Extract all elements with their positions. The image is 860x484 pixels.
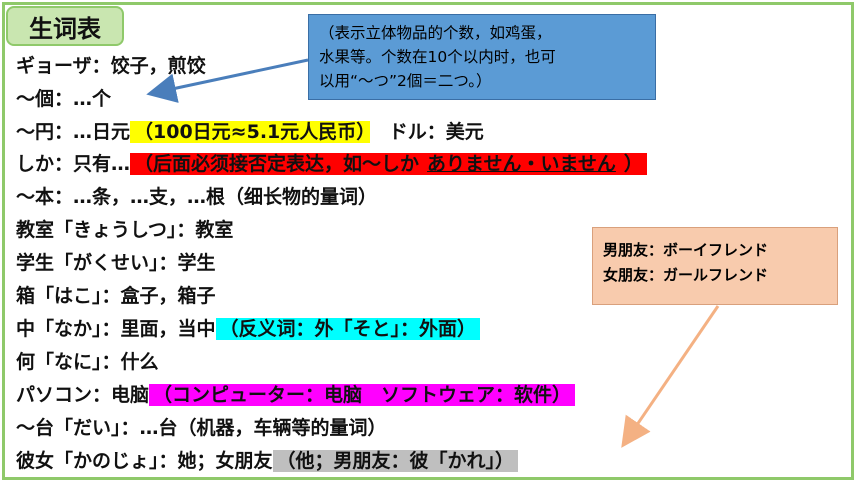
highlight-note: ありません・いません bbox=[423, 153, 620, 175]
vocab-text: 何「なに」：什么 bbox=[16, 351, 159, 373]
callout-line: 女朋友：ガールフレンド bbox=[603, 266, 769, 284]
vocab-text: ドル：美元 bbox=[369, 121, 484, 143]
highlight-note: （100日元≈5.1元人民币） bbox=[130, 121, 370, 143]
vocab-line: ～個：…个 bbox=[16, 85, 111, 114]
vocab-line: ギョーザ：饺子，煎饺 bbox=[16, 52, 206, 81]
vocab-line: 学生「がくせい」：学生 bbox=[16, 249, 216, 278]
vocab-text: パソコン：电脑 bbox=[16, 384, 150, 406]
vocab-text: 彼女「かのじょ」：她；女朋友 bbox=[16, 450, 273, 472]
vocab-line: 箱「はこ」：盒子，箱子 bbox=[16, 282, 216, 311]
vocab-line: 何「なに」：什么 bbox=[16, 348, 159, 377]
boyfriend-girlfriend-callout: 男朋友：ボーイフレンド 女朋友：ガールフレンド bbox=[592, 227, 838, 305]
vocab-text: ～台「だい」：…台（机器，车辆等的量词） bbox=[16, 417, 387, 439]
vocab-text: 中「なか」：里面，当中 bbox=[16, 318, 216, 340]
callout-line: 水果等。个数在10个以内时，也可 bbox=[319, 48, 556, 66]
vocab-line: ～円：…日元（100日元≈5.1元人民币） ドル：美元 bbox=[16, 118, 484, 147]
vocab-text: 箱「はこ」：盒子，箱子 bbox=[16, 285, 216, 307]
highlight-note: ） bbox=[619, 153, 647, 175]
highlight-note: （后面必须接否定表达，如～しか bbox=[130, 153, 424, 175]
vocab-title: 生词表 bbox=[6, 6, 124, 46]
vocab-text: ～個：…个 bbox=[16, 88, 112, 110]
vocab-line: ～本：…条，…支，…根（细长物的量词） bbox=[16, 183, 377, 212]
highlight-note: （他；男朋友：彼「かれ」） bbox=[272, 450, 519, 472]
vocab-text: 教室「きょうしつ」：教室 bbox=[16, 219, 234, 241]
vocab-text: しか：只有… bbox=[16, 153, 131, 175]
vocab-line: パソコン：电脑（コンピューター：电脑 ソフトウェア：软件） bbox=[16, 381, 576, 410]
highlight-note: （反义词：外「そと」：外面） bbox=[215, 318, 481, 340]
blue-arrow bbox=[146, 58, 309, 103]
counter-note-callout: （表示立体物品的个数，如鸡蛋， 水果等。个数在10个以内时，也可 以用“～つ”2… bbox=[308, 14, 656, 100]
vocab-text: ギョーザ：饺子，煎饺 bbox=[16, 55, 206, 77]
vocab-line: 教室「きょうしつ」：教室 bbox=[16, 216, 233, 245]
vocab-text: ～円：…日元 bbox=[16, 121, 131, 143]
vocab-line: ～台「だい」：…台（机器，车辆等的量词） bbox=[16, 414, 387, 443]
vocab-line: 中「なか」：里面，当中（反义词：外「そと」：外面） bbox=[16, 315, 481, 344]
vocab-line: 彼女「かのじょ」：她；女朋友（他；男朋友：彼「かれ」） bbox=[16, 447, 519, 476]
vocab-text: 学生「がくせい」：学生 bbox=[16, 252, 216, 274]
highlight-note: （コンピューター：电脑 ソフトウェア：软件） bbox=[149, 384, 576, 406]
orange-arrow bbox=[621, 305, 720, 448]
vocab-text: ～本：…条，…支，…根（细长物的量词） bbox=[16, 186, 378, 208]
callout-line: 男朋友：ボーイフレンド bbox=[603, 241, 769, 259]
callout-line: （表示立体物品的个数，如鸡蛋， bbox=[319, 24, 552, 42]
vocab-line: しか：只有…（后面必须接否定表达，如～しかありません・いません） bbox=[16, 150, 647, 179]
callout-line: 以用“～つ”2個＝二つ。） bbox=[319, 72, 492, 90]
